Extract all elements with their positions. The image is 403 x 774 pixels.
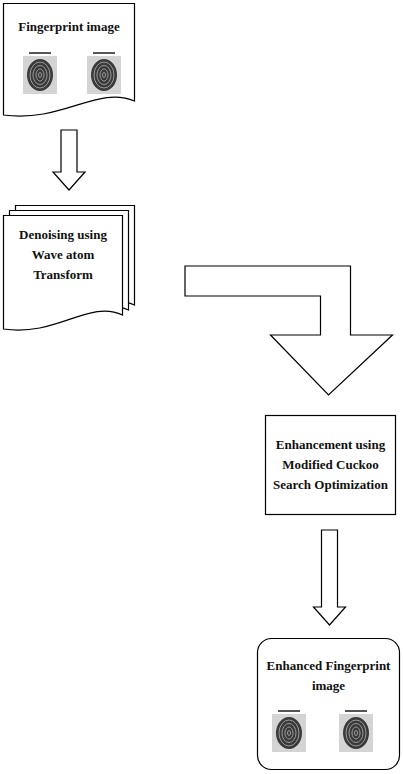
node-outline <box>257 638 400 770</box>
node-label: Fingerprint image <box>3 17 135 37</box>
block-arrow <box>53 130 85 190</box>
fingerprint-thumbnail <box>272 710 306 752</box>
node-label-holder: Enhanced Fingerprint image <box>264 656 393 696</box>
input-document: Fingerprint image <box>3 3 135 119</box>
block-arrow <box>185 266 393 395</box>
output-terminal: Enhanced Fingerprint image <box>257 638 400 770</box>
node-label-holder: Fingerprint image <box>3 17 135 37</box>
fingerprint-thumbnail <box>87 52 121 94</box>
node-label: Enhancement using Modified Cuckoo Search… <box>273 435 388 495</box>
node-label-holder: Denoising using Wave atom Transform <box>19 225 107 285</box>
node-shape <box>266 416 396 515</box>
block-arrow <box>314 530 346 625</box>
fingerprint-thumbnail <box>339 710 373 752</box>
fingerprint-thumbnail <box>23 52 57 94</box>
node-label: Enhanced Fingerprint image <box>264 656 393 696</box>
node-label: Denoising using Wave atom Transform <box>19 225 107 285</box>
node-label-holder: Enhancement using Modified Cuckoo Search… <box>273 435 388 495</box>
node-shape <box>258 639 400 770</box>
process-box: Enhancement using Modified Cuckoo Search… <box>265 415 396 515</box>
process-document-stack: Denoising using Wave atom Transform <box>3 205 135 333</box>
node-shape <box>4 4 135 117</box>
node-shape <box>4 216 123 331</box>
